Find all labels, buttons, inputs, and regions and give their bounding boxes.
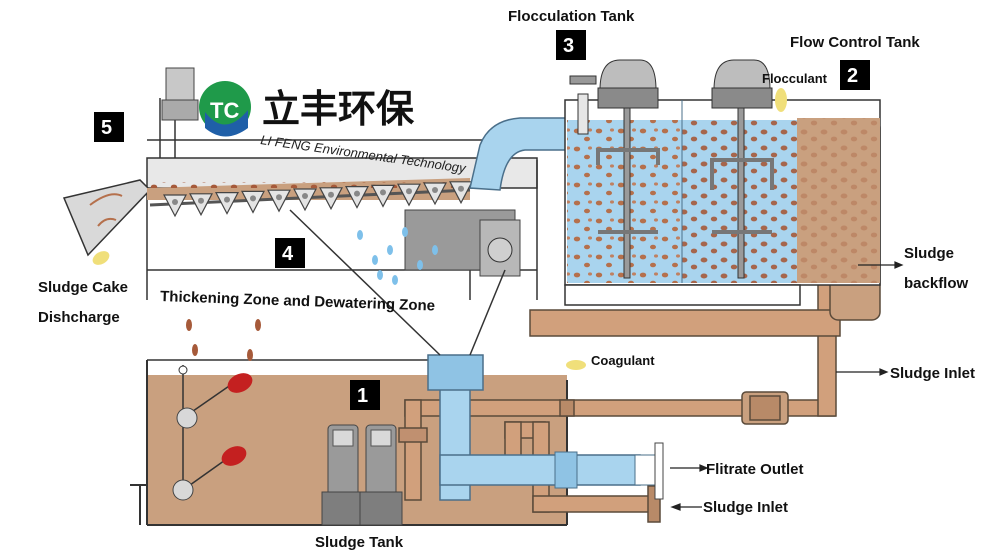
screw-plate — [371, 184, 395, 208]
sludge-inlet-bottom-label: Sludge Inlet — [703, 499, 788, 516]
screw-plate — [423, 182, 447, 206]
screw-plate-hub — [432, 187, 438, 193]
filtrate-pipe — [427, 354, 664, 501]
svg-text:5: 5 — [101, 117, 112, 139]
screw-plate — [215, 192, 239, 215]
svg-text:3: 3 — [563, 35, 574, 57]
brand-name-cn: 立丰环保 — [262, 87, 415, 131]
chemical-dosing — [566, 88, 787, 370]
screw-plate-hub — [302, 193, 308, 199]
screw-plate — [267, 189, 291, 213]
screw-plate — [241, 190, 265, 214]
screw-plates — [163, 181, 473, 218]
sludge-inlet-right-label: Sludge Inlet — [890, 365, 975, 382]
screw-plate — [449, 181, 473, 205]
screw-plate-hub — [172, 199, 178, 205]
svg-text:2: 2 — [847, 65, 858, 87]
submersible-pumps — [321, 424, 403, 526]
screw-plate-hub — [380, 189, 386, 196]
sludge-backflow-label-2: backflow — [904, 275, 969, 292]
screw-plate-hub — [198, 197, 204, 204]
flocculant-label: Flocculant — [762, 71, 828, 86]
filtrate-drops — [357, 227, 438, 285]
sludge-backflow-label-1: Sludge — [904, 245, 954, 262]
filtrate-hopper — [289, 209, 506, 356]
svg-text:4: 4 — [282, 243, 294, 265]
flocculation-tank-label: Flocculation Tank — [508, 8, 635, 25]
sludge-cake-label-1: Sludge Cake — [38, 279, 128, 296]
sludge-cake-drops — [186, 319, 261, 361]
mixers — [596, 59, 774, 279]
float-level-switch — [172, 365, 253, 501]
screw-plate-hub — [354, 190, 360, 197]
flow-control-tank-label: Flow Control Tank — [790, 34, 920, 51]
screw-plate — [345, 186, 369, 209]
screw-plate — [319, 187, 343, 211]
screw-plate-hub — [406, 188, 412, 195]
marker-2: 2 — [840, 60, 870, 90]
coagulant-label: Coagulant — [591, 353, 655, 368]
screw-plate — [293, 188, 317, 212]
svg-text:1: 1 — [357, 385, 368, 407]
screw-plate-hub — [224, 196, 230, 203]
sludge-cake-label-2: Dishcharge — [38, 309, 120, 326]
flocculation-tank — [564, 75, 881, 306]
brand-logo: TC — [199, 81, 251, 137]
svg-text:TC: TC — [210, 98, 239, 123]
screw-motor — [161, 67, 521, 277]
screw-plate-hub — [458, 185, 464, 192]
screw-plate-hub — [276, 194, 282, 201]
marker-3: 3 — [556, 30, 586, 60]
thickening-zone-label: Thickening Zone and Dewatering Zone — [160, 288, 435, 315]
screw-plate — [189, 193, 213, 217]
screw-plate — [397, 183, 421, 207]
label-arrows — [670, 261, 904, 511]
marker-1: 1 — [350, 380, 380, 410]
filtrate-outlet-label: Flitrate Outlet — [706, 461, 804, 478]
marker-5: 5 — [94, 112, 124, 142]
screw-plate-hub — [328, 191, 334, 198]
discharge-chute — [62, 179, 152, 265]
marker-4: 4 — [275, 238, 305, 268]
screw-plate-hub — [250, 195, 256, 202]
screw-plate — [163, 194, 187, 218]
sludge-tank-label: Sludge Tank — [315, 534, 404, 551]
